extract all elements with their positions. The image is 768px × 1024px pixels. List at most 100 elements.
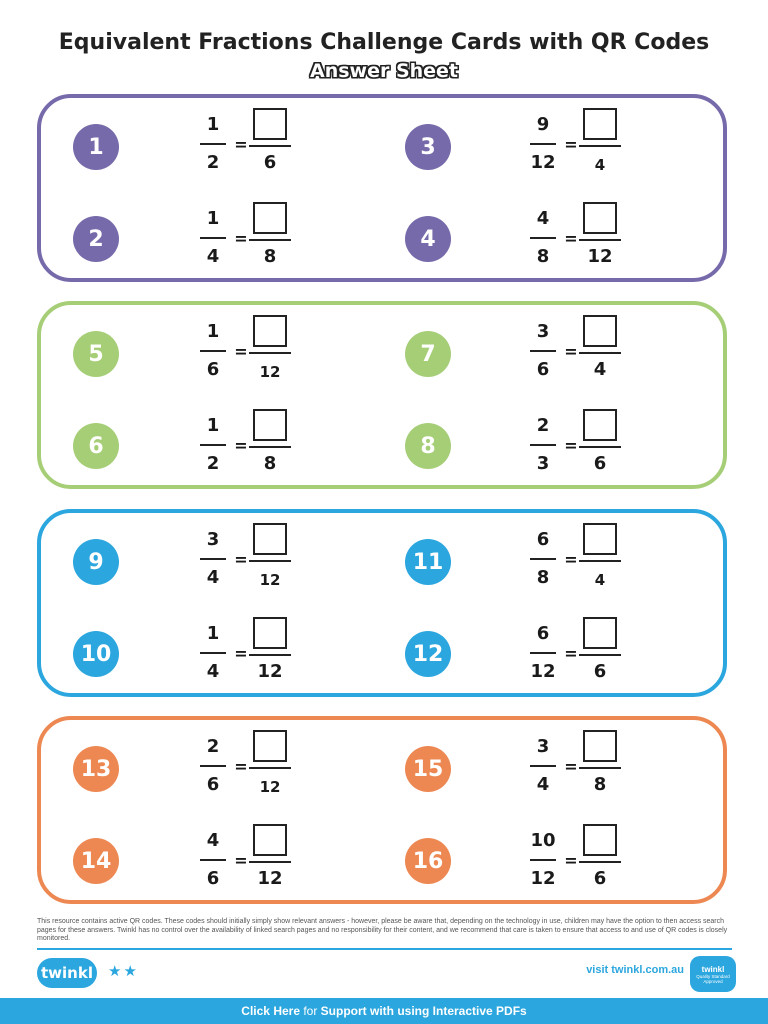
numerator: 2: [536, 415, 550, 436]
support-link-bar[interactable]: Click Here for Support with using Intera…: [0, 998, 768, 1024]
twinkl-logo[interactable]: twinkl: [37, 958, 97, 988]
question-number-badge: 3: [405, 124, 451, 170]
answer-box[interactable]: [583, 730, 617, 762]
equals-sign: =: [234, 851, 248, 870]
equals-sign: =: [564, 851, 578, 870]
numerator: 6: [536, 623, 550, 644]
answer-box[interactable]: [583, 315, 617, 347]
equals-sign: =: [564, 757, 578, 776]
denominator: 6: [206, 868, 220, 889]
answer-fraction-bar: [249, 767, 291, 769]
answer-box[interactable]: [253, 409, 287, 441]
question-number-badge: 1: [73, 124, 119, 170]
denominator: 4: [206, 661, 220, 682]
answer-fraction-bar: [249, 352, 291, 354]
answer-box[interactable]: [253, 617, 287, 649]
fraction-bar: [200, 350, 226, 352]
answer-box[interactable]: [583, 108, 617, 140]
question-number-badge: 10: [73, 631, 119, 677]
answer-fraction-bar: [579, 239, 621, 241]
denominator: 8: [536, 567, 550, 588]
answer-fraction-bar: [579, 446, 621, 448]
answer-box[interactable]: [583, 824, 617, 856]
fraction-bar: [530, 558, 556, 560]
question-number-badge: 4: [405, 216, 451, 262]
question-number-badge: 12: [405, 631, 451, 677]
question-number-badge: 14: [73, 838, 119, 884]
answer-box[interactable]: [253, 315, 287, 347]
answer-denominator: 4: [593, 359, 607, 380]
denominator: 6: [206, 774, 220, 795]
answer-denominator: 4: [594, 156, 606, 174]
question-number-badge: 8: [405, 423, 451, 469]
fraction-bar: [530, 350, 556, 352]
page-subtitle: Answer Sheet: [309, 60, 459, 82]
equals-sign: =: [564, 135, 578, 154]
equals-sign: =: [564, 342, 578, 361]
click-here-link[interactable]: Click Here: [241, 1004, 300, 1018]
denominator: 2: [206, 152, 220, 173]
star-rating-icon: ★★: [108, 962, 139, 980]
fraction-bar: [530, 652, 556, 654]
answer-box[interactable]: [583, 617, 617, 649]
answer-denominator: 12: [259, 363, 281, 381]
equals-sign: =: [564, 644, 578, 663]
answer-denominator: 8: [263, 246, 277, 267]
answer-box[interactable]: [583, 409, 617, 441]
numerator: 9: [536, 114, 550, 135]
answer-denominator: 12: [257, 661, 283, 682]
answer-denominator: 6: [593, 868, 607, 889]
badge-text: Quality Standard Approved: [696, 973, 730, 984]
equals-sign: =: [234, 342, 248, 361]
denominator: 6: [206, 359, 220, 380]
equals-sign: =: [234, 436, 248, 455]
question-number-badge: 9: [73, 539, 119, 585]
visit-link[interactable]: visit twinkl.com.au: [586, 964, 684, 976]
question-number-badge: 13: [73, 746, 119, 792]
equals-sign: =: [234, 229, 248, 248]
answer-box[interactable]: [583, 523, 617, 555]
answer-box[interactable]: [253, 202, 287, 234]
badge-title: twinkl: [701, 964, 725, 974]
answer-denominator: 8: [593, 774, 607, 795]
denominator: 4: [206, 567, 220, 588]
equals-sign: =: [234, 135, 248, 154]
equals-sign: =: [564, 436, 578, 455]
denominator: 12: [530, 661, 556, 682]
answer-fraction-bar: [249, 446, 291, 448]
support-link-text[interactable]: Support with using Interactive PDFs: [320, 1004, 527, 1018]
denominator: 4: [206, 246, 220, 267]
answer-box[interactable]: [253, 523, 287, 555]
answer-box[interactable]: [253, 108, 287, 140]
footer-divider: [37, 948, 732, 950]
fraction-bar: [200, 237, 226, 239]
question-number-badge: 5: [73, 331, 119, 377]
challenge-card: [37, 94, 727, 282]
denominator: 4: [536, 774, 550, 795]
equals-sign: =: [564, 229, 578, 248]
numerator: 3: [536, 321, 550, 342]
fraction-bar: [530, 444, 556, 446]
answer-fraction-bar: [579, 352, 621, 354]
answer-fraction-bar: [249, 654, 291, 656]
answer-box[interactable]: [253, 824, 287, 856]
fraction-bar: [530, 143, 556, 145]
answer-fraction-bar: [579, 767, 621, 769]
numerator: 2: [206, 736, 220, 757]
answer-box[interactable]: [253, 730, 287, 762]
challenge-card: [37, 716, 727, 904]
numerator: 1: [206, 415, 220, 436]
fraction-bar: [200, 444, 226, 446]
fraction-bar: [200, 765, 226, 767]
answer-denominator: 12: [259, 778, 281, 796]
answer-box[interactable]: [583, 202, 617, 234]
denominator: 2: [206, 453, 220, 474]
answer-denominator: 6: [593, 453, 607, 474]
numerator: 1: [206, 623, 220, 644]
fraction-bar: [200, 558, 226, 560]
